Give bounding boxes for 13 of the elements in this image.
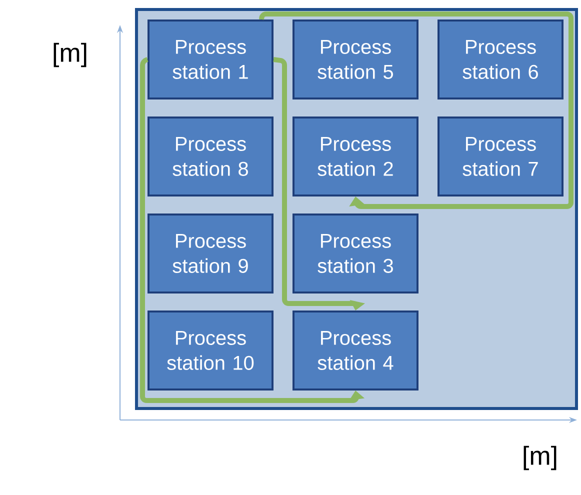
station-box: Process station 10: [148, 310, 274, 390]
station-box: Process station 7: [438, 116, 564, 196]
station-box: Process station 6: [438, 20, 564, 100]
station-box: Process station 3: [292, 214, 418, 294]
station-box: Process station 2: [292, 116, 418, 196]
flow-arrow: [259, 12, 574, 209]
axis-unit: [m]: [54, 42, 86, 68]
station-box: Process station 8: [148, 116, 274, 196]
axis-unit: [m]: [524, 446, 556, 470]
station-box: Process station 9: [148, 214, 274, 294]
station-box: Process station 5: [292, 20, 418, 100]
station-box: Process station 1: [148, 20, 274, 100]
station-box: Process station 4: [292, 310, 418, 390]
